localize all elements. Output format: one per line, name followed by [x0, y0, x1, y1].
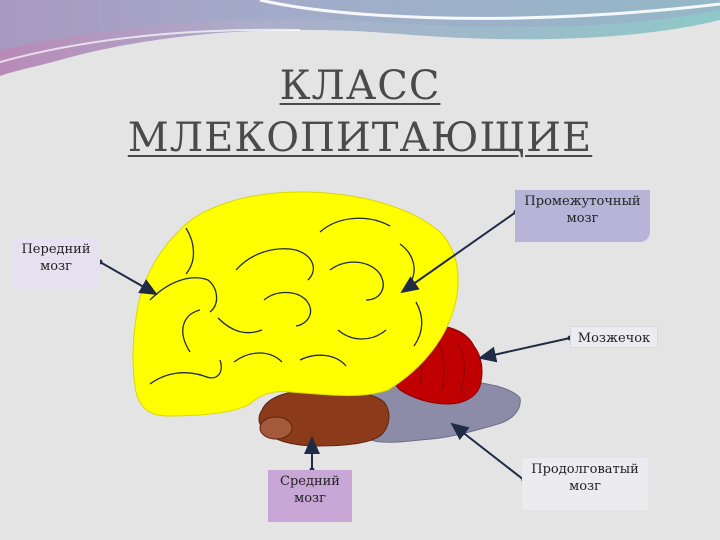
slide-title: КЛАСС МЛЕКОПИТАЮЩИЕ — [90, 60, 630, 164]
label-forebrain: Передний мозг — [12, 238, 100, 290]
arrow-diencephalon — [400, 211, 517, 294]
label-diencephalon: Промежуточный мозг — [515, 190, 650, 242]
arrow-medulla — [450, 422, 525, 481]
label-cerebellum: Мозжечок — [570, 326, 658, 348]
title-line-1: КЛАСС — [279, 63, 441, 109]
arrow-forebrain — [99, 261, 158, 295]
title-line-2: МЛЕКОПИТАЮЩИЕ — [127, 115, 593, 161]
label-medulla: Продолговатый мозг — [522, 458, 648, 510]
arrow-cerebellum — [478, 337, 571, 363]
label-midbrain: Средний мозг — [268, 470, 352, 522]
forebrain-shape — [132, 191, 459, 417]
gyri-lines — [149, 217, 423, 385]
